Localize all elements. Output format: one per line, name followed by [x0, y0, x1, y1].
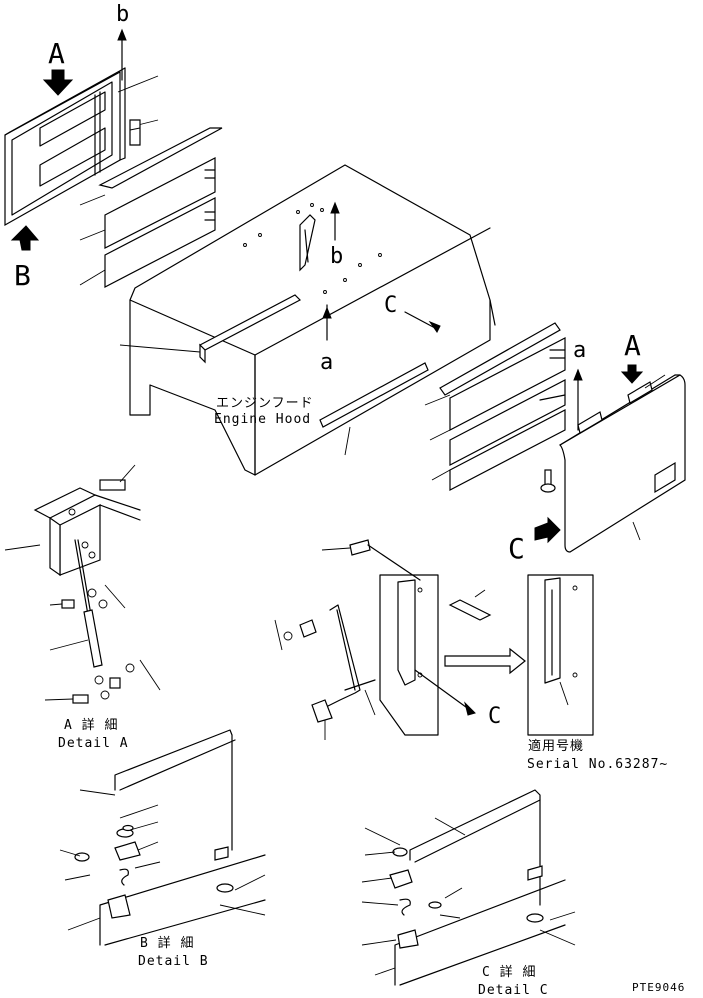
detail-a-hinge [33, 464, 141, 577]
hood-latch [299, 214, 316, 272]
callout-a-hood: a [320, 350, 334, 375]
lock-bolt [321, 539, 421, 581]
hood-arrows [322, 201, 441, 341]
callout-C-serial: C [488, 704, 502, 729]
detail-b-door-frame [79, 729, 266, 946]
serial-label-jp: 適用号機 [528, 739, 585, 754]
lock-bracket-frame [379, 574, 476, 736]
engine-hood-body [119, 164, 496, 476]
engine-hood-label-jp: エンジンフード [216, 396, 314, 411]
serial-bracket-frame [527, 574, 594, 736]
left-seal-strips [79, 127, 223, 288]
left-side-door [4, 67, 126, 227]
detail-c-label-jp: C 詳 細 [482, 965, 537, 980]
detail-a-small-parts [44, 584, 161, 704]
detail-c-parts [361, 827, 576, 976]
callout-a-right: a [573, 338, 587, 363]
callout-C-hood: C [384, 293, 398, 318]
detail-c-door-frame [394, 789, 566, 986]
arrow-up-B [10, 225, 40, 251]
top-left-leaders [117, 75, 159, 146]
arrow-up-b-top [117, 28, 127, 81]
callout-b-hood: b [330, 244, 344, 269]
engine-hood-label-en: Engine Hood [214, 412, 312, 427]
callout-C-right: C [508, 532, 525, 565]
detail-a-strut [4, 539, 110, 700]
lock-handle [274, 604, 376, 740]
detail-a-label-en: Detail A [58, 736, 129, 751]
detail-b-parts [59, 804, 266, 931]
detail-a-label-jp: A 詳 細 [64, 718, 119, 733]
lock-screw [448, 589, 492, 621]
hollow-arrow-right [444, 647, 526, 675]
right-seal-strips [424, 322, 566, 491]
right-door-arrows [534, 364, 666, 544]
callout-B-bottom-left: B [14, 259, 31, 292]
arrow-down-A [42, 69, 74, 96]
right-side-door [559, 374, 686, 553]
callout-A-right: A [624, 329, 641, 362]
detail-b-label-jp: B 詳 細 [140, 936, 195, 951]
drawing-code: PTE9046 [632, 981, 686, 994]
callout-A-top-left: A [48, 37, 65, 70]
detail-b-label-en: Detail B [138, 954, 209, 969]
detail-c-label-en: Detail C [478, 983, 549, 998]
right-door-bolt [540, 469, 556, 493]
serial-label-en: Serial No.63287~ [527, 757, 669, 772]
callout-b-top: b [116, 2, 130, 27]
hood-holes [243, 203, 382, 294]
